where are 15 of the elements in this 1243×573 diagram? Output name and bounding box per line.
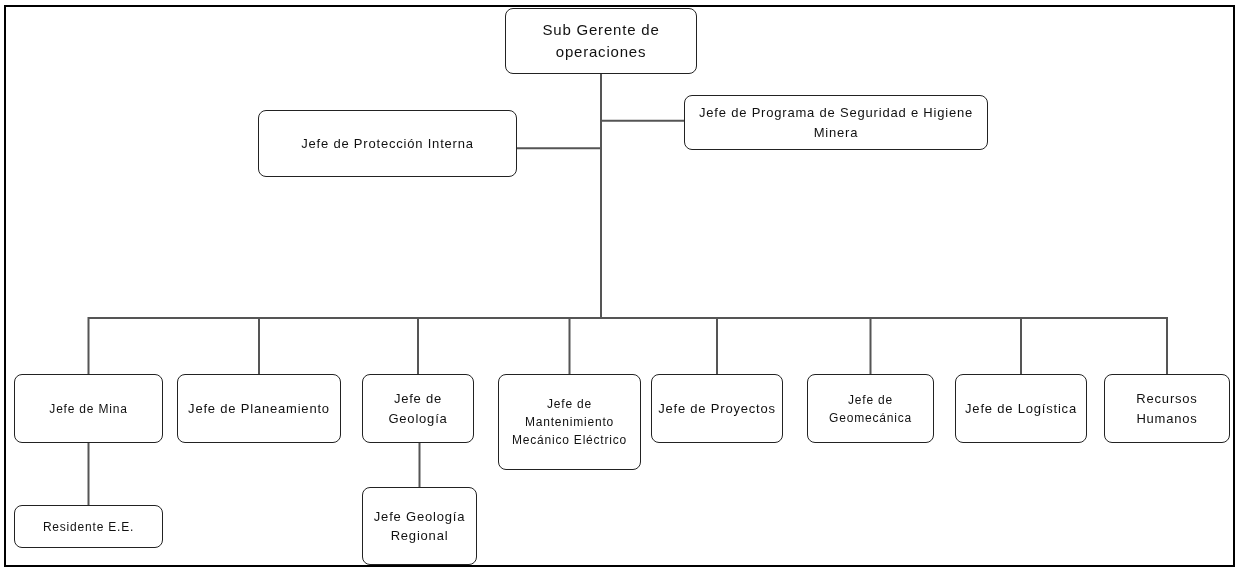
position-box: Jefe de Planeamiento (177, 374, 341, 443)
position-box: Jefe de Protección Interna (258, 110, 517, 177)
connector-line (87, 442, 90, 506)
position-box: Jefe de Geología (362, 374, 474, 443)
position-box: Jefe de Programa de Seguridad e Higiene Minera (684, 95, 988, 150)
position-box: Jefe de Mantenimiento Mecánico Eléctrico (498, 374, 641, 470)
connector-line (418, 442, 421, 488)
position-box: Jefe Geología Regional (362, 487, 477, 565)
position-box: Residente E.E. (14, 505, 163, 548)
position-box: Jefe de Proyectos (651, 374, 783, 443)
position-box: Jefe de Mina (14, 374, 163, 443)
position-box: Jefe de Logística (955, 374, 1087, 443)
position-box: Jefe de Geomecánica (807, 374, 934, 443)
position-box: Sub Gerente de operaciones (505, 8, 697, 74)
position-box: Recursos Humanos (1104, 374, 1230, 443)
